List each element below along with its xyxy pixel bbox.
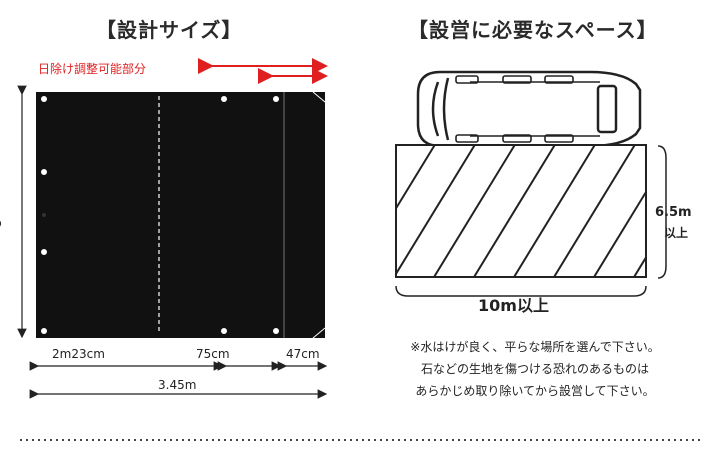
grommet: [273, 96, 279, 102]
design-size-title: 【設計サイズ】: [96, 18, 243, 42]
tarp-corner-tab-bottom: [312, 327, 326, 339]
space-area: [395, 144, 647, 278]
grommet: [221, 96, 227, 102]
depth-value: 6.5m: [655, 205, 692, 220]
space-rect: [395, 144, 647, 278]
note-line-3: あらかじめ取り除いてから設営して下さい。: [415, 384, 655, 398]
grommet: [41, 169, 47, 175]
tarp-diagram: [36, 91, 326, 339]
tarp-corner-tab-top: [312, 91, 326, 103]
dim-label-1: 2m23cm: [52, 347, 105, 361]
total-width-label: 3.45m: [158, 378, 197, 392]
adjust-arrows: [198, 58, 328, 84]
adjust-label: 日除け調整可能部分: [38, 62, 147, 76]
width-bracket: [395, 285, 647, 297]
grommet-faint: [42, 213, 46, 217]
grommet: [41, 328, 47, 334]
grommet: [273, 328, 279, 334]
left-dimensions: [17, 85, 328, 399]
space-hatch: [396, 145, 646, 277]
dim-label-2: 75cm: [196, 347, 230, 361]
depth-suffix: 以上: [664, 226, 689, 240]
space-title: 【設営に必要なスペース】: [408, 18, 658, 42]
car-top-view-icon: [416, 70, 642, 148]
grommet: [41, 96, 47, 102]
grommet: [41, 249, 47, 255]
tarp-body: [36, 92, 325, 338]
depth-bracket: [657, 145, 667, 279]
grommet: [221, 328, 227, 334]
note-line-2: 石などの生地を傷つける恐れのあるものは: [420, 362, 649, 376]
width-label: 10m以上: [478, 296, 549, 315]
dim-label-3: 47cm: [286, 347, 320, 361]
note-line-1: ※水はけが良く、平らな場所を選んで下さい。: [410, 340, 660, 354]
